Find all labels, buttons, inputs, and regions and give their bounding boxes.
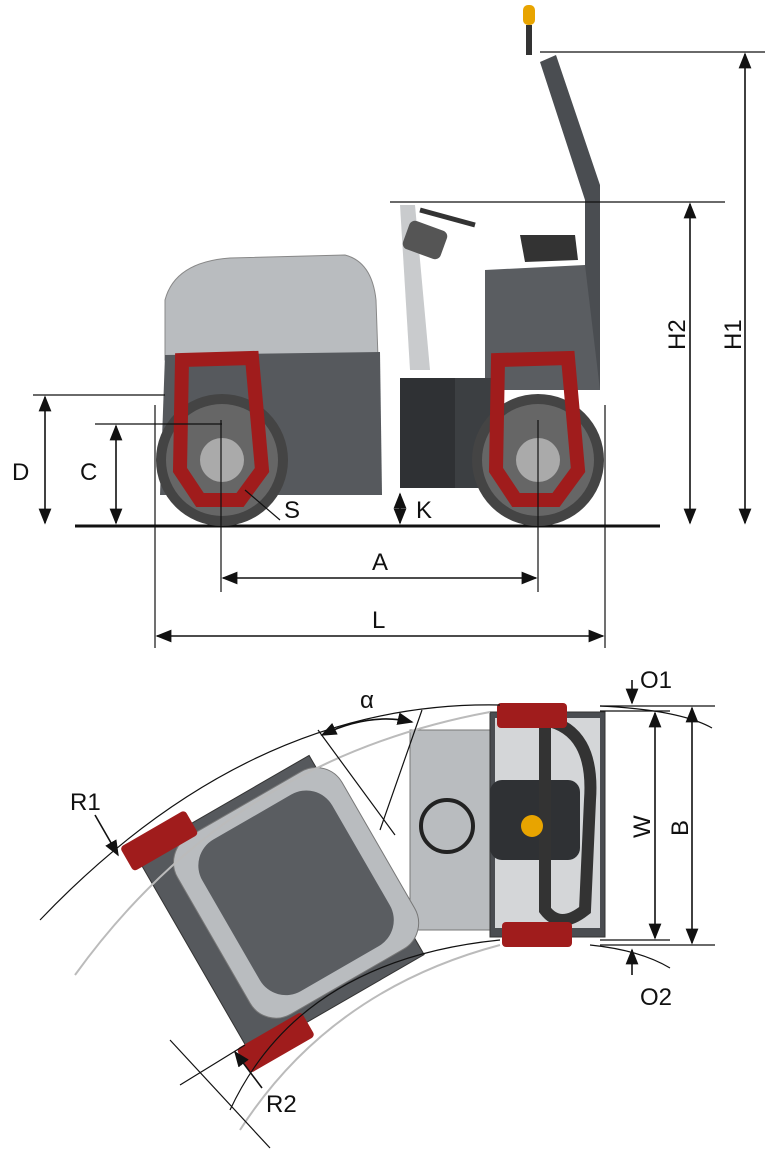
beacon-top bbox=[521, 815, 543, 837]
label-S: S bbox=[284, 497, 300, 524]
beacon-icon bbox=[523, 5, 535, 55]
label-H2: H2 bbox=[664, 319, 691, 350]
label-O2: O2 bbox=[640, 984, 672, 1011]
side-view-dimensions: D C S K A L H2 H1 bbox=[12, 51, 765, 648]
seat bbox=[520, 235, 578, 262]
operator-deck bbox=[409, 729, 501, 931]
steering-wheel-top bbox=[419, 798, 475, 854]
label-W: W bbox=[629, 815, 656, 838]
label-B: B bbox=[667, 820, 694, 836]
label-L: L bbox=[372, 607, 385, 634]
label-alpha: α bbox=[360, 687, 374, 714]
label-D: D bbox=[12, 459, 29, 486]
side-view-machine bbox=[75, 5, 660, 528]
label-H1: H1 bbox=[720, 319, 747, 350]
rops-top bbox=[539, 712, 597, 926]
top-view-dimensions: α O1 W B O2 R1 R2 bbox=[39, 667, 715, 1149]
hood bbox=[164, 254, 379, 361]
label-R2: R2 bbox=[266, 1091, 297, 1118]
label-K: K bbox=[416, 497, 432, 524]
rear-red-frame bbox=[488, 350, 586, 507]
front-red-frame bbox=[172, 350, 270, 507]
label-A: A bbox=[372, 549, 388, 576]
label-O1: O1 bbox=[640, 667, 672, 694]
top-view-machine bbox=[121, 703, 606, 1072]
label-C: C bbox=[80, 459, 97, 486]
label-R1: R1 bbox=[70, 789, 101, 816]
